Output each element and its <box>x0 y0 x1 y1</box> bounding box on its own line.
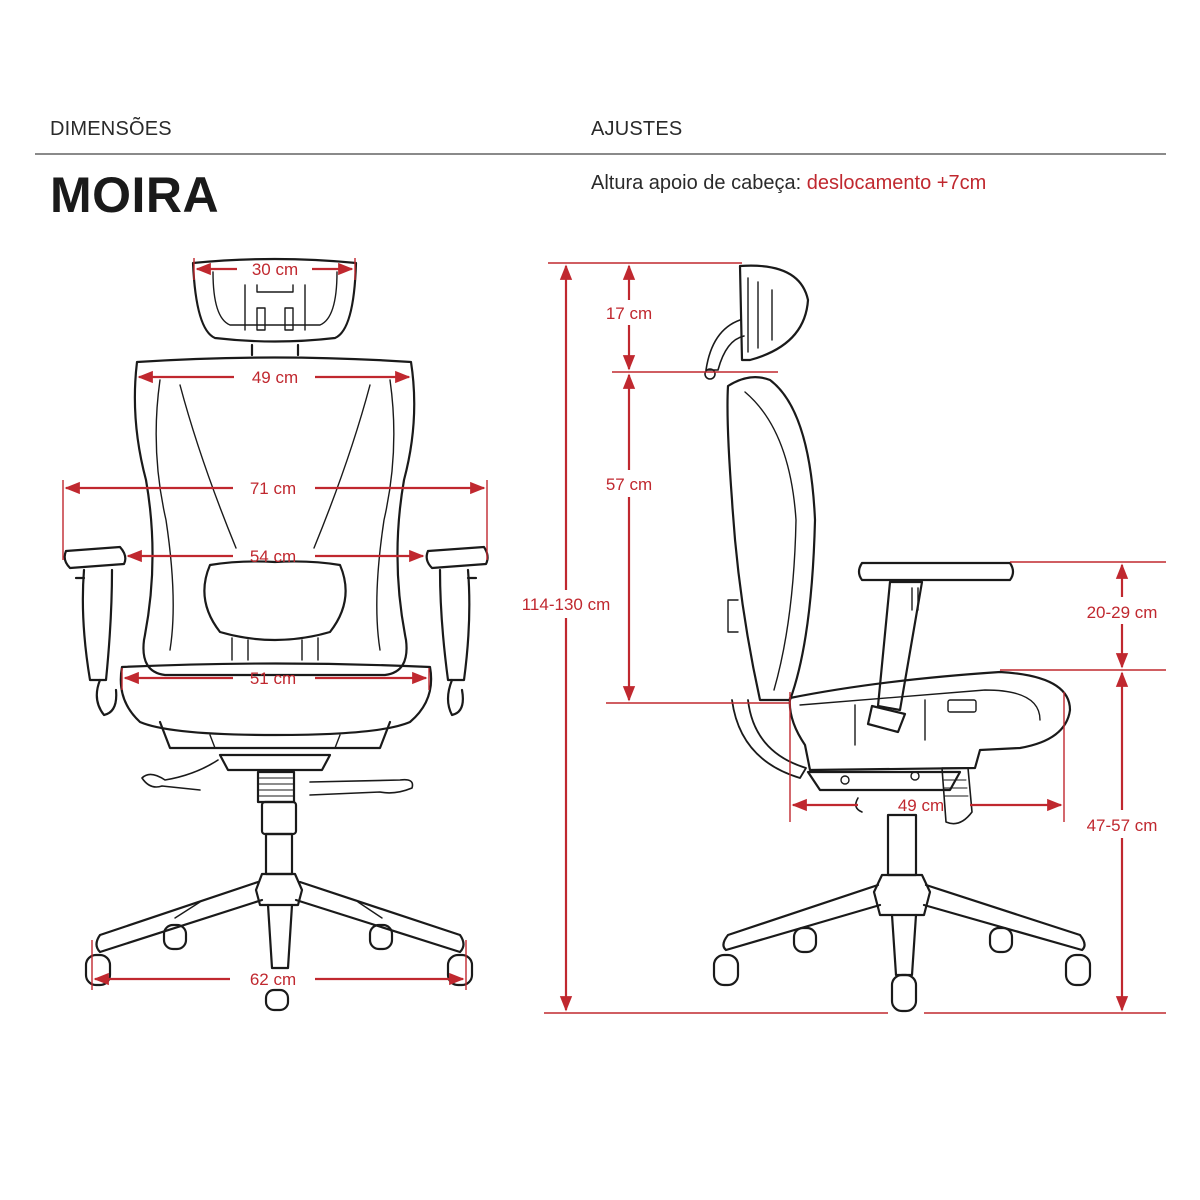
adjustment-value: deslocamento +7cm <box>806 172 987 194</box>
front-view-dimension-labels: 30 cm 49 cm 71 cm 54 cm 51 cm 62 cm <box>250 260 298 989</box>
headrest-adjustment-text: Altura apoio de cabeça: deslocamento +7c… <box>591 172 986 195</box>
side-view-dimensions <box>544 262 1166 1014</box>
adjustments-section-label: AJUSTES <box>591 118 683 140</box>
product-title: MOIRA <box>50 167 220 223</box>
dimensions-section-label: DIMENSÕES <box>50 118 172 140</box>
backrest-height-label: 57 cm <box>606 475 652 494</box>
headrest-height-label: 17 cm <box>606 304 652 323</box>
seat-depth-label: 49 cm <box>898 796 944 815</box>
front-view-dimensions <box>62 258 488 990</box>
front-view-chair <box>63 257 489 1012</box>
side-view-dimension-labels: 17 cm 57 cm 114-130 cm 20-29 cm 49 cm 47… <box>522 304 1158 835</box>
headrest-width-label: 30 cm <box>252 260 298 279</box>
adjustment-label: Altura apoio de cabeça: <box>591 172 807 194</box>
backrest-width-label: 49 cm <box>252 368 298 387</box>
header-divider <box>35 153 1166 155</box>
total-height-label: 114-130 cm <box>522 595 611 614</box>
overall-width-label: 71 cm <box>250 479 296 498</box>
seat-width-label: 51 cm <box>250 669 296 688</box>
armrest-inner-width-label: 54 cm <box>250 547 296 566</box>
base-width-label: 62 cm <box>250 970 296 989</box>
armrest-height-label: 20-29 cm <box>1087 603 1158 622</box>
seat-height-label: 47-57 cm <box>1087 816 1158 835</box>
side-view-chair <box>704 264 1092 1013</box>
